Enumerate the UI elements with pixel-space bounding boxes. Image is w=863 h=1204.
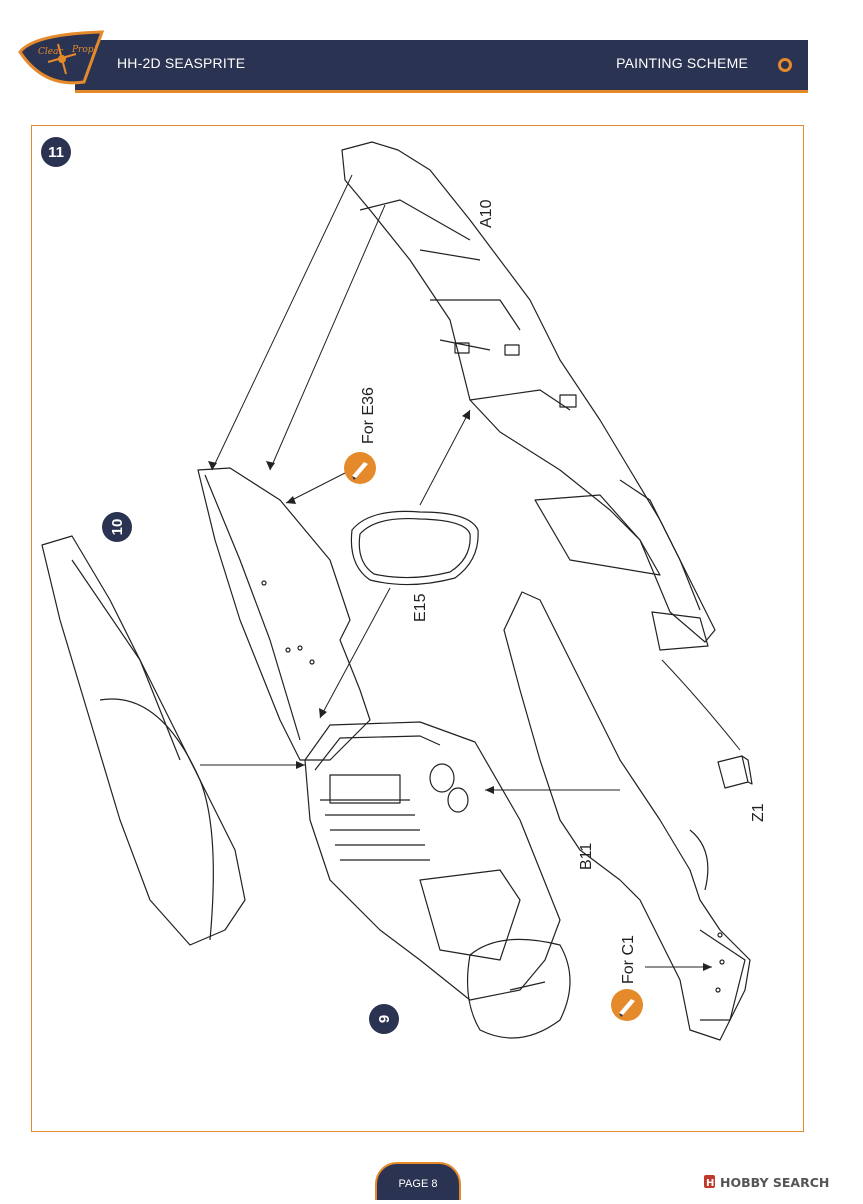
step-number-badge: 11 [41, 137, 71, 167]
svg-text:H: H [706, 1178, 714, 1189]
header-title: HH-2D SEASPRITE [117, 55, 246, 71]
part-label-a10: A10 [478, 199, 495, 228]
header-dot-icon [778, 58, 792, 72]
part-a10-outline [341, 141, 716, 651]
page-number-tab: PAGE 8 [375, 1162, 461, 1200]
arrowheads [208, 410, 712, 971]
knife-cut-icon [611, 989, 643, 1021]
note-for-c1: For C1 [620, 935, 637, 984]
brand-logo: Clear Prop! [18, 30, 105, 85]
propeller-icon [47, 43, 77, 75]
svg-text:HOBBY SEARCH: HOBBY SEARCH [720, 1175, 829, 1190]
cockpit-assembly-outline [304, 721, 571, 1039]
note-for-e36: For E36 [360, 387, 377, 444]
step-reference-badge-10: 10 [102, 512, 132, 542]
inner-panel-outline [197, 467, 371, 761]
content-frame [31, 125, 804, 1132]
door-panel-outline [41, 535, 246, 946]
svg-text:Prop!: Prop! [71, 45, 98, 55]
part-e15-outline [350, 510, 479, 586]
part-z1-outline [717, 755, 753, 789]
part-label-b11: B11 [578, 842, 595, 870]
step-reference-badge-9: 9 [369, 1004, 399, 1034]
watermark-logo: H HOBBY SEARCH [704, 1175, 829, 1190]
header-section-title: PAINTING SCHEME [616, 55, 748, 71]
part-label-e15: E15 [412, 593, 429, 622]
header-bar: HH-2D SEASPRITE PAINTING SCHEME [75, 40, 808, 93]
part-label-z1: Z1 [750, 803, 767, 822]
assembly-lines [200, 174, 741, 968]
svg-text:Clear: Clear [38, 47, 63, 57]
knife-cut-icon [344, 452, 376, 484]
